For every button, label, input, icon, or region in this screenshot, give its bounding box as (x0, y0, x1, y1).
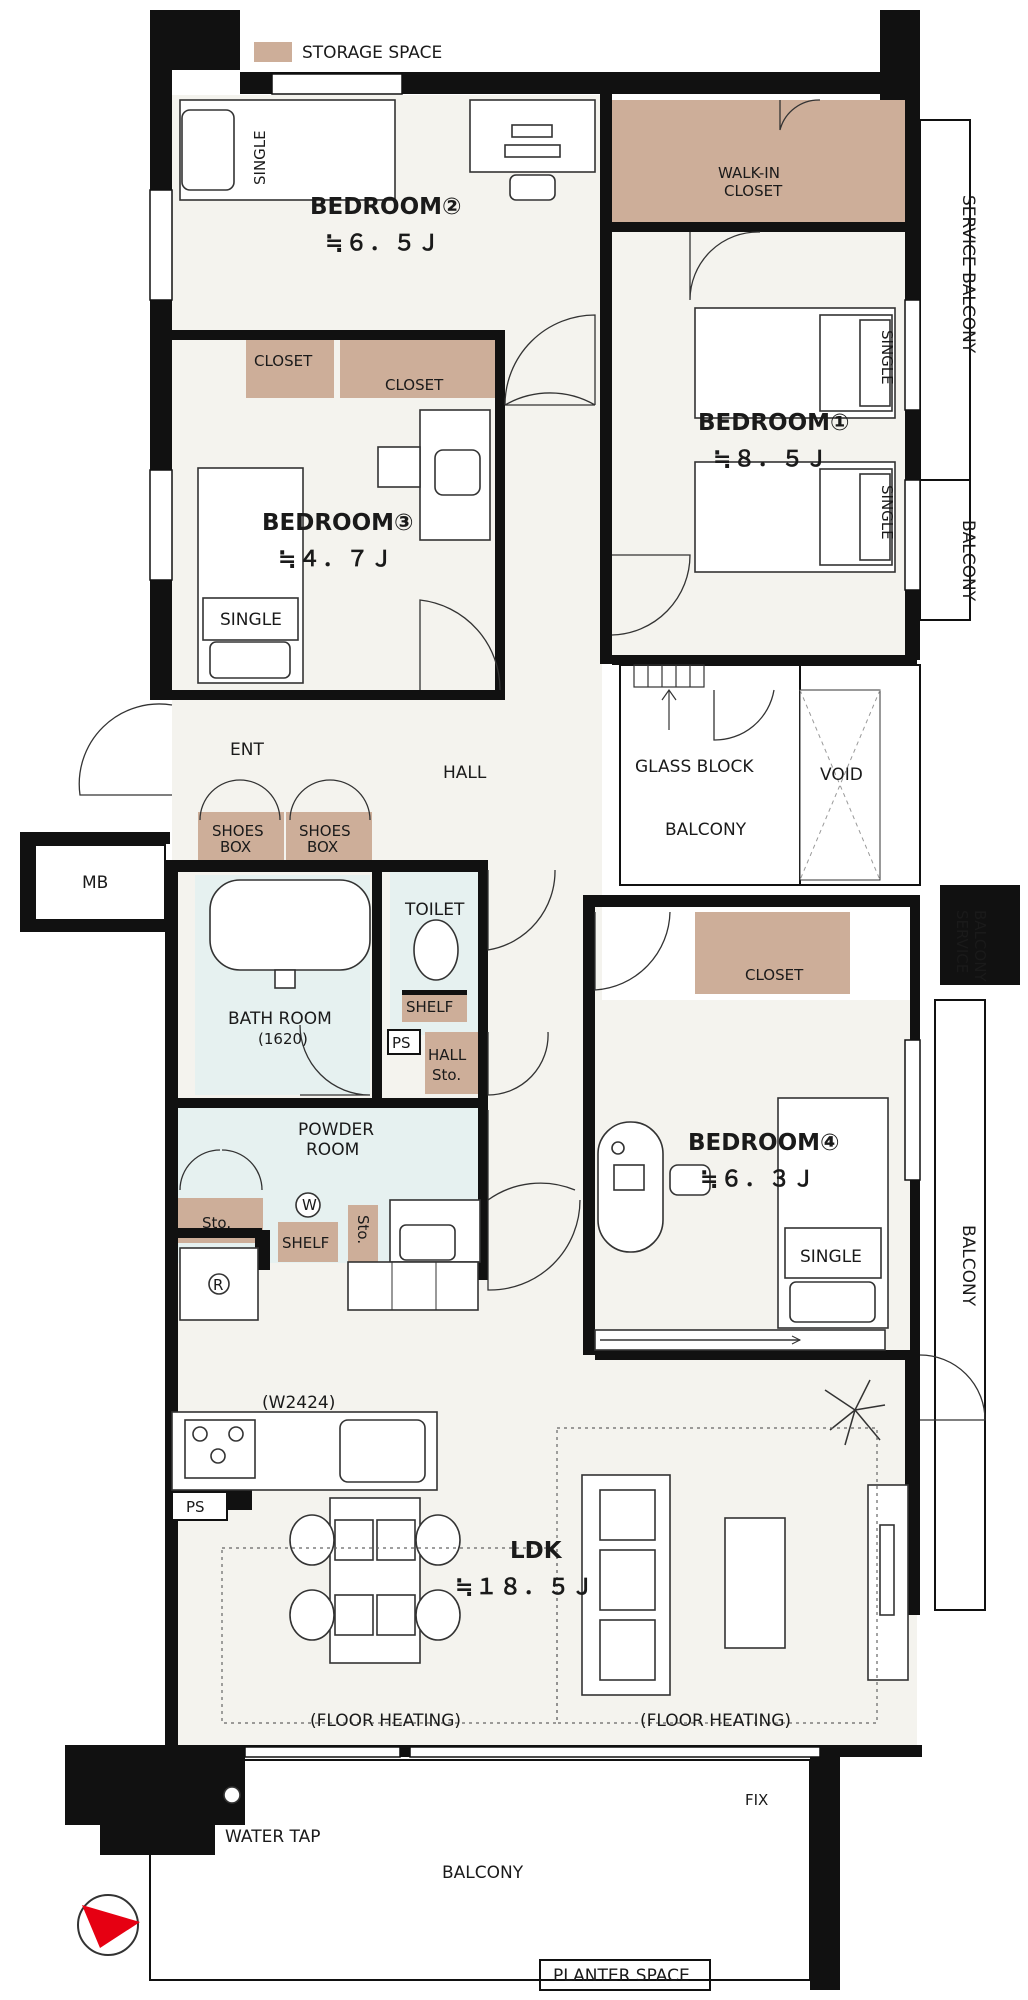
storage-areas (178, 42, 905, 1263)
shoes-box-2-line1: SHOES (299, 822, 351, 840)
single-label-bedroom1-b: SINGLE (878, 485, 896, 540)
bathtub (209, 879, 371, 971)
single-label-bedroom2: SINGLE (251, 130, 269, 185)
walk-in-label: WALK-IN (718, 164, 780, 182)
coffee-table (724, 1517, 786, 1649)
legend-swatch (254, 42, 292, 62)
water-tap-label: WATER TAP (225, 1827, 320, 1847)
legend-storage-label: STORAGE SPACE (302, 43, 442, 63)
service-balcony-label-2a: SERVICE (953, 910, 971, 973)
floor-bedroom1 (612, 232, 917, 662)
powder-room-label-2: ROOM (306, 1140, 359, 1160)
compass-icon (77, 1894, 140, 1956)
mb-label: MB (82, 873, 108, 893)
hall-label: HALL (443, 763, 487, 783)
ldk-name: LDK (510, 1538, 563, 1564)
balcony-label-bedroom4: BALCONY (958, 1225, 978, 1307)
toilet-bowl (413, 919, 459, 981)
fix-label: FIX (745, 1791, 768, 1809)
ent-label: ENT (230, 740, 264, 760)
void-label: VOID (820, 765, 863, 785)
utility-boxes (34, 844, 421, 1521)
powder-shelf (278, 1222, 338, 1262)
bath-room-label: BATH ROOM (228, 1009, 332, 1029)
sto-label-powder-2: Sto. (354, 1215, 372, 1244)
balcony-label-middle: BALCONY (665, 820, 747, 840)
floor-heating-label-1: (FLOOR HEATING) (310, 1711, 461, 1731)
shoes-box-2-line2: BOX (307, 838, 338, 856)
washer-label: W (302, 1196, 317, 1214)
balcony-label-bedroom1: BALCONY (958, 520, 978, 602)
shelf-label-powder: SHELF (282, 1234, 329, 1252)
closet-label-bedroom4: CLOSET (745, 966, 804, 984)
water-tap-icon (223, 1786, 241, 1804)
closet-label-large: CLOSET (385, 376, 444, 394)
bedroom2-name: BEDROOM② (310, 194, 462, 220)
closet-label-wic: CLOSET (724, 182, 783, 200)
glass-block (633, 664, 705, 730)
single-label-bedroom4: SINGLE (800, 1247, 862, 1267)
sto-label-powder: Sto. (202, 1214, 231, 1232)
walk-in-closet (610, 100, 905, 222)
void (799, 689, 881, 881)
ldk-area: ≒１８．５Ｊ (455, 1575, 595, 1600)
glass-block-label: GLASS BLOCK (635, 757, 754, 777)
bedroom2-area: ≒６．５Ｊ (325, 231, 441, 256)
washer-circle (295, 1192, 321, 1218)
balcony-label-bottom: BALCONY (442, 1863, 524, 1883)
closet-bedroom3-right (340, 338, 495, 398)
closet-label-small: CLOSET (254, 352, 313, 370)
service-balcony-label: SERVICE BALCONY (958, 195, 978, 354)
bedroom1-name: BEDROOM① (698, 410, 850, 436)
shoes-box-1 (198, 812, 284, 860)
labels: STORAGE SPACE SINGLE BEDROOM② ≒６．５Ｊ WALK… (82, 43, 989, 1986)
powder-sto-2 (348, 1205, 378, 1263)
shelf-label-toilet: SHELF (406, 998, 453, 1016)
doors (78, 99, 986, 1421)
windows (149, 73, 921, 1758)
shoes-box-1-line1: SHOES (212, 822, 264, 840)
kitchen-width-label: (W2424) (262, 1393, 335, 1413)
plant (824, 1379, 886, 1446)
floor-heating-zones (221, 1427, 878, 1724)
closet-bedroom3-left (246, 338, 334, 398)
bedroom4-area: ≒６．３Ｊ (700, 1167, 816, 1192)
hall-sto-label-1: HALL (428, 1046, 467, 1064)
planter-space-label: PLANTER SPACE (553, 1966, 690, 1986)
floor-ent (180, 700, 320, 820)
furniture (171, 99, 909, 1804)
toilet-shelf (402, 990, 467, 1022)
hall-sto-label-2: Sto. (432, 1066, 461, 1084)
powder-room-label-1: POWDER (298, 1120, 374, 1140)
single-label-bedroom3: SINGLE (220, 610, 282, 630)
ps-label-kitchen: PS (186, 1498, 205, 1516)
bedroom4-name: BEDROOM④ (688, 1130, 840, 1156)
bedroom1-area: ≒８．５Ｊ (713, 447, 829, 472)
shoes-box-2 (286, 812, 372, 860)
ps-label-toilet: PS (392, 1034, 411, 1052)
floor-heating-label-2: (FLOOR HEATING) (640, 1711, 791, 1731)
fridge-label: R (213, 1276, 223, 1294)
closet-bedroom4 (695, 912, 850, 994)
toilet-label: TOILET (404, 900, 465, 920)
bath-size-label: (1620) (258, 1030, 308, 1048)
bedroom3-name: BEDROOM③ (262, 510, 414, 536)
hall-storage (425, 1032, 480, 1094)
single-label-bedroom1-a: SINGLE (878, 330, 896, 385)
service-balcony-label-2b: BALCONY (971, 910, 989, 982)
bedroom3-area: ≒４．７Ｊ (278, 547, 394, 572)
shoes-box-1-line2: BOX (220, 838, 251, 856)
